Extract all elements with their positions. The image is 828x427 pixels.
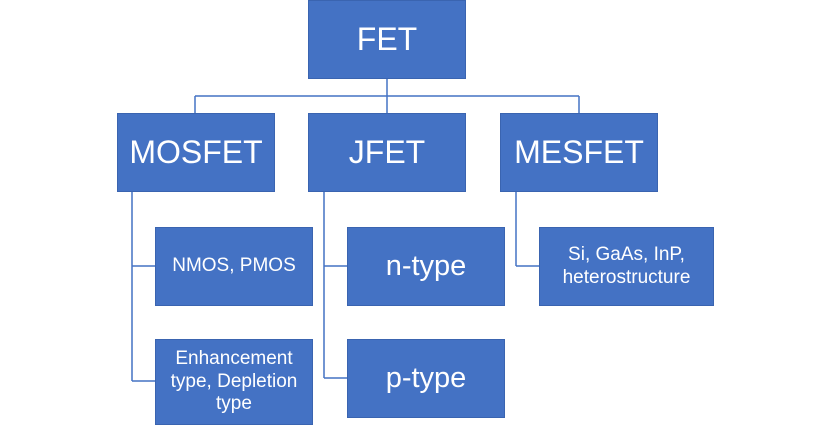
node-mesfet-materials-label: Si, GaAs, InP, heterostructure [562,243,691,288]
node-n-type: n-type [347,227,505,306]
node-fet: FET [308,0,466,79]
node-n-type-label: n-type [385,250,467,283]
node-p-type-label: p-type [385,362,467,395]
node-mesfet: MESFET [500,113,658,192]
node-mosfet: MOSFET [117,113,275,192]
node-mosfet-label: MOSFET [129,134,263,171]
node-nmos-pmos-label: NMOS, PMOS [172,255,296,277]
node-jfet-label: JFET [348,134,426,171]
node-mesfet-materials: Si, GaAs, InP, heterostructure [539,227,714,306]
node-jfet: JFET [308,113,466,192]
node-enhancement-depletion: Enhancement type, Depletion type [155,339,313,425]
node-mesfet-label: MESFET [514,134,644,171]
node-nmos-pmos: NMOS, PMOS [155,227,313,306]
node-p-type: p-type [347,339,505,418]
node-enhancement-depletion-label: Enhancement type, Depletion type [170,347,298,415]
node-fet-label: FET [356,21,418,58]
